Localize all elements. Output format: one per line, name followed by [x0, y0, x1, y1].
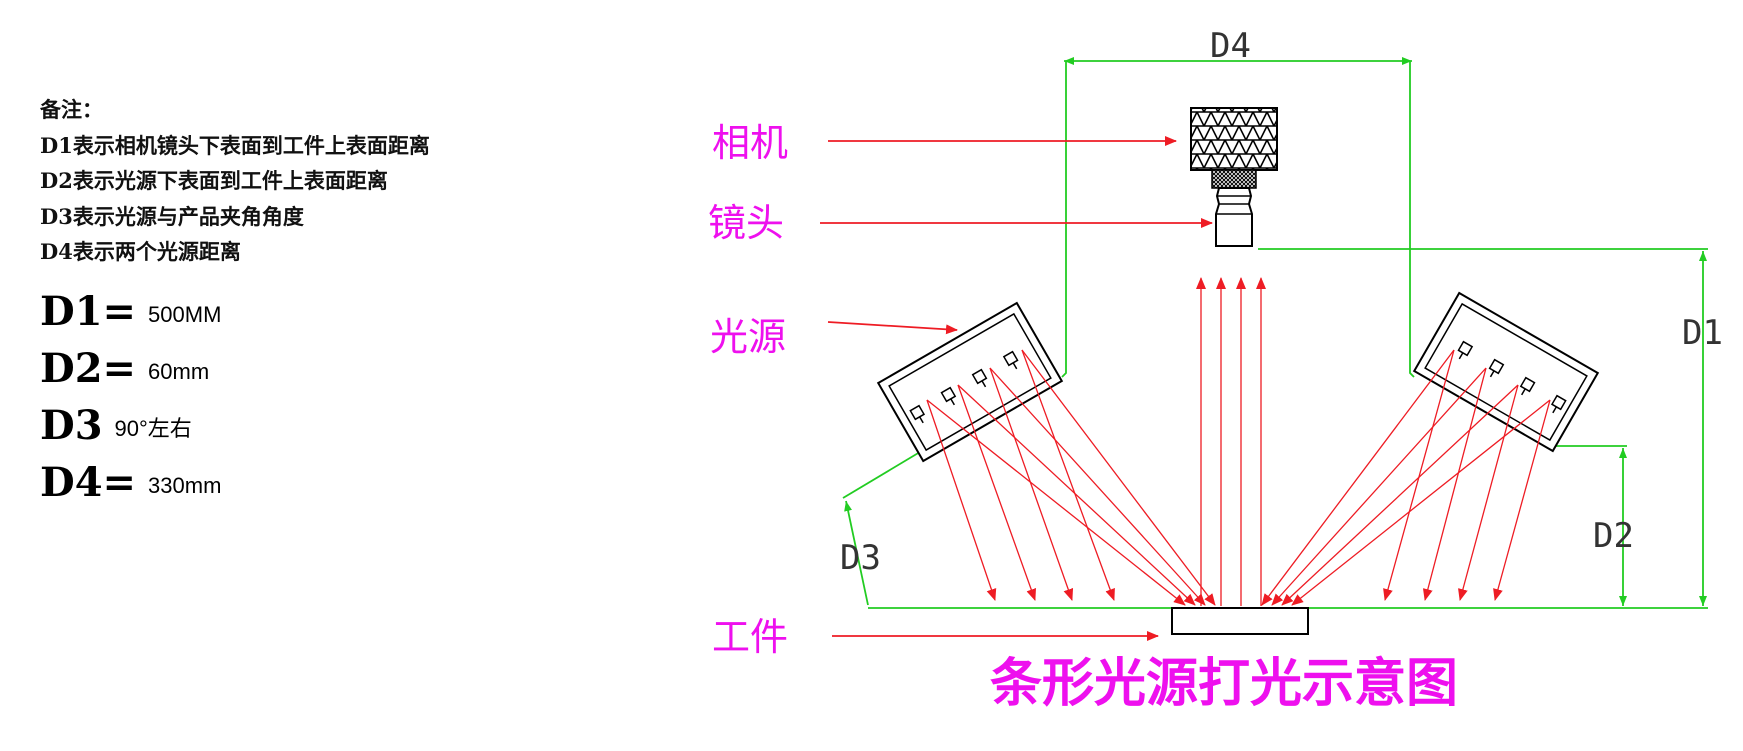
light-source-label: 光源	[710, 315, 786, 359]
lens-barrel	[1215, 187, 1253, 247]
workpiece	[1171, 607, 1309, 635]
d4-extension-right	[1409, 61, 1415, 378]
param-value: 90°左右	[114, 416, 192, 441]
diagram-title: 条形光源打光示意图	[990, 653, 1458, 714]
d3-dimension-line	[844, 500, 869, 606]
param-value: 500MM	[148, 302, 222, 327]
d3-label: D3	[840, 538, 881, 578]
param-d2: D2= 60mm	[40, 345, 221, 402]
parameter-list: D1= 500MM D2= 60mm D3 90°左右 D4= 330mm	[40, 288, 221, 516]
param-key: D1=	[40, 288, 137, 335]
workpiece-label: 工件	[712, 615, 788, 659]
light-rays	[926, 277, 1551, 606]
camera-label: 相机	[712, 121, 788, 165]
note-line-d2: D2表示光源下表面到工件上表面距离	[40, 168, 388, 193]
d1-label: D1	[1682, 313, 1723, 353]
lens-ring	[1211, 169, 1257, 189]
notes-heading: 备注：	[40, 97, 103, 122]
note-line-d3: D3表示光源与产品夹角角度	[40, 203, 304, 229]
camera	[1190, 107, 1278, 247]
param-d3: D3 90°左右	[40, 402, 221, 459]
param-d4: D4= 330mm	[40, 459, 221, 516]
d4-extension-left	[1061, 61, 1067, 378]
note-line-d1: D1表示相机镜头下表面到工件上表面距离	[40, 132, 430, 158]
d2-label: D2	[1593, 516, 1634, 556]
param-value: 330mm	[148, 473, 222, 498]
camera-body	[1190, 107, 1278, 171]
light-source-right	[1412, 291, 1600, 453]
d4-label: D4	[1210, 26, 1251, 66]
lens-label: 镜头	[708, 201, 784, 245]
callout-arrows	[820, 136, 1213, 641]
notes-block: 备注： D1表示相机镜头下表面到工件上表面距离 D2表示光源下表面到工件上表面距…	[40, 92, 430, 270]
param-key: D2=	[40, 345, 137, 392]
light-source-callout-arrow	[827, 321, 958, 335]
param-key: D3	[40, 402, 103, 449]
param-key: D4=	[40, 459, 137, 506]
param-d1: D1= 500MM	[40, 288, 221, 345]
note-line-d4: D4表示两个光源距离	[40, 239, 241, 264]
param-value: 60mm	[148, 359, 210, 384]
